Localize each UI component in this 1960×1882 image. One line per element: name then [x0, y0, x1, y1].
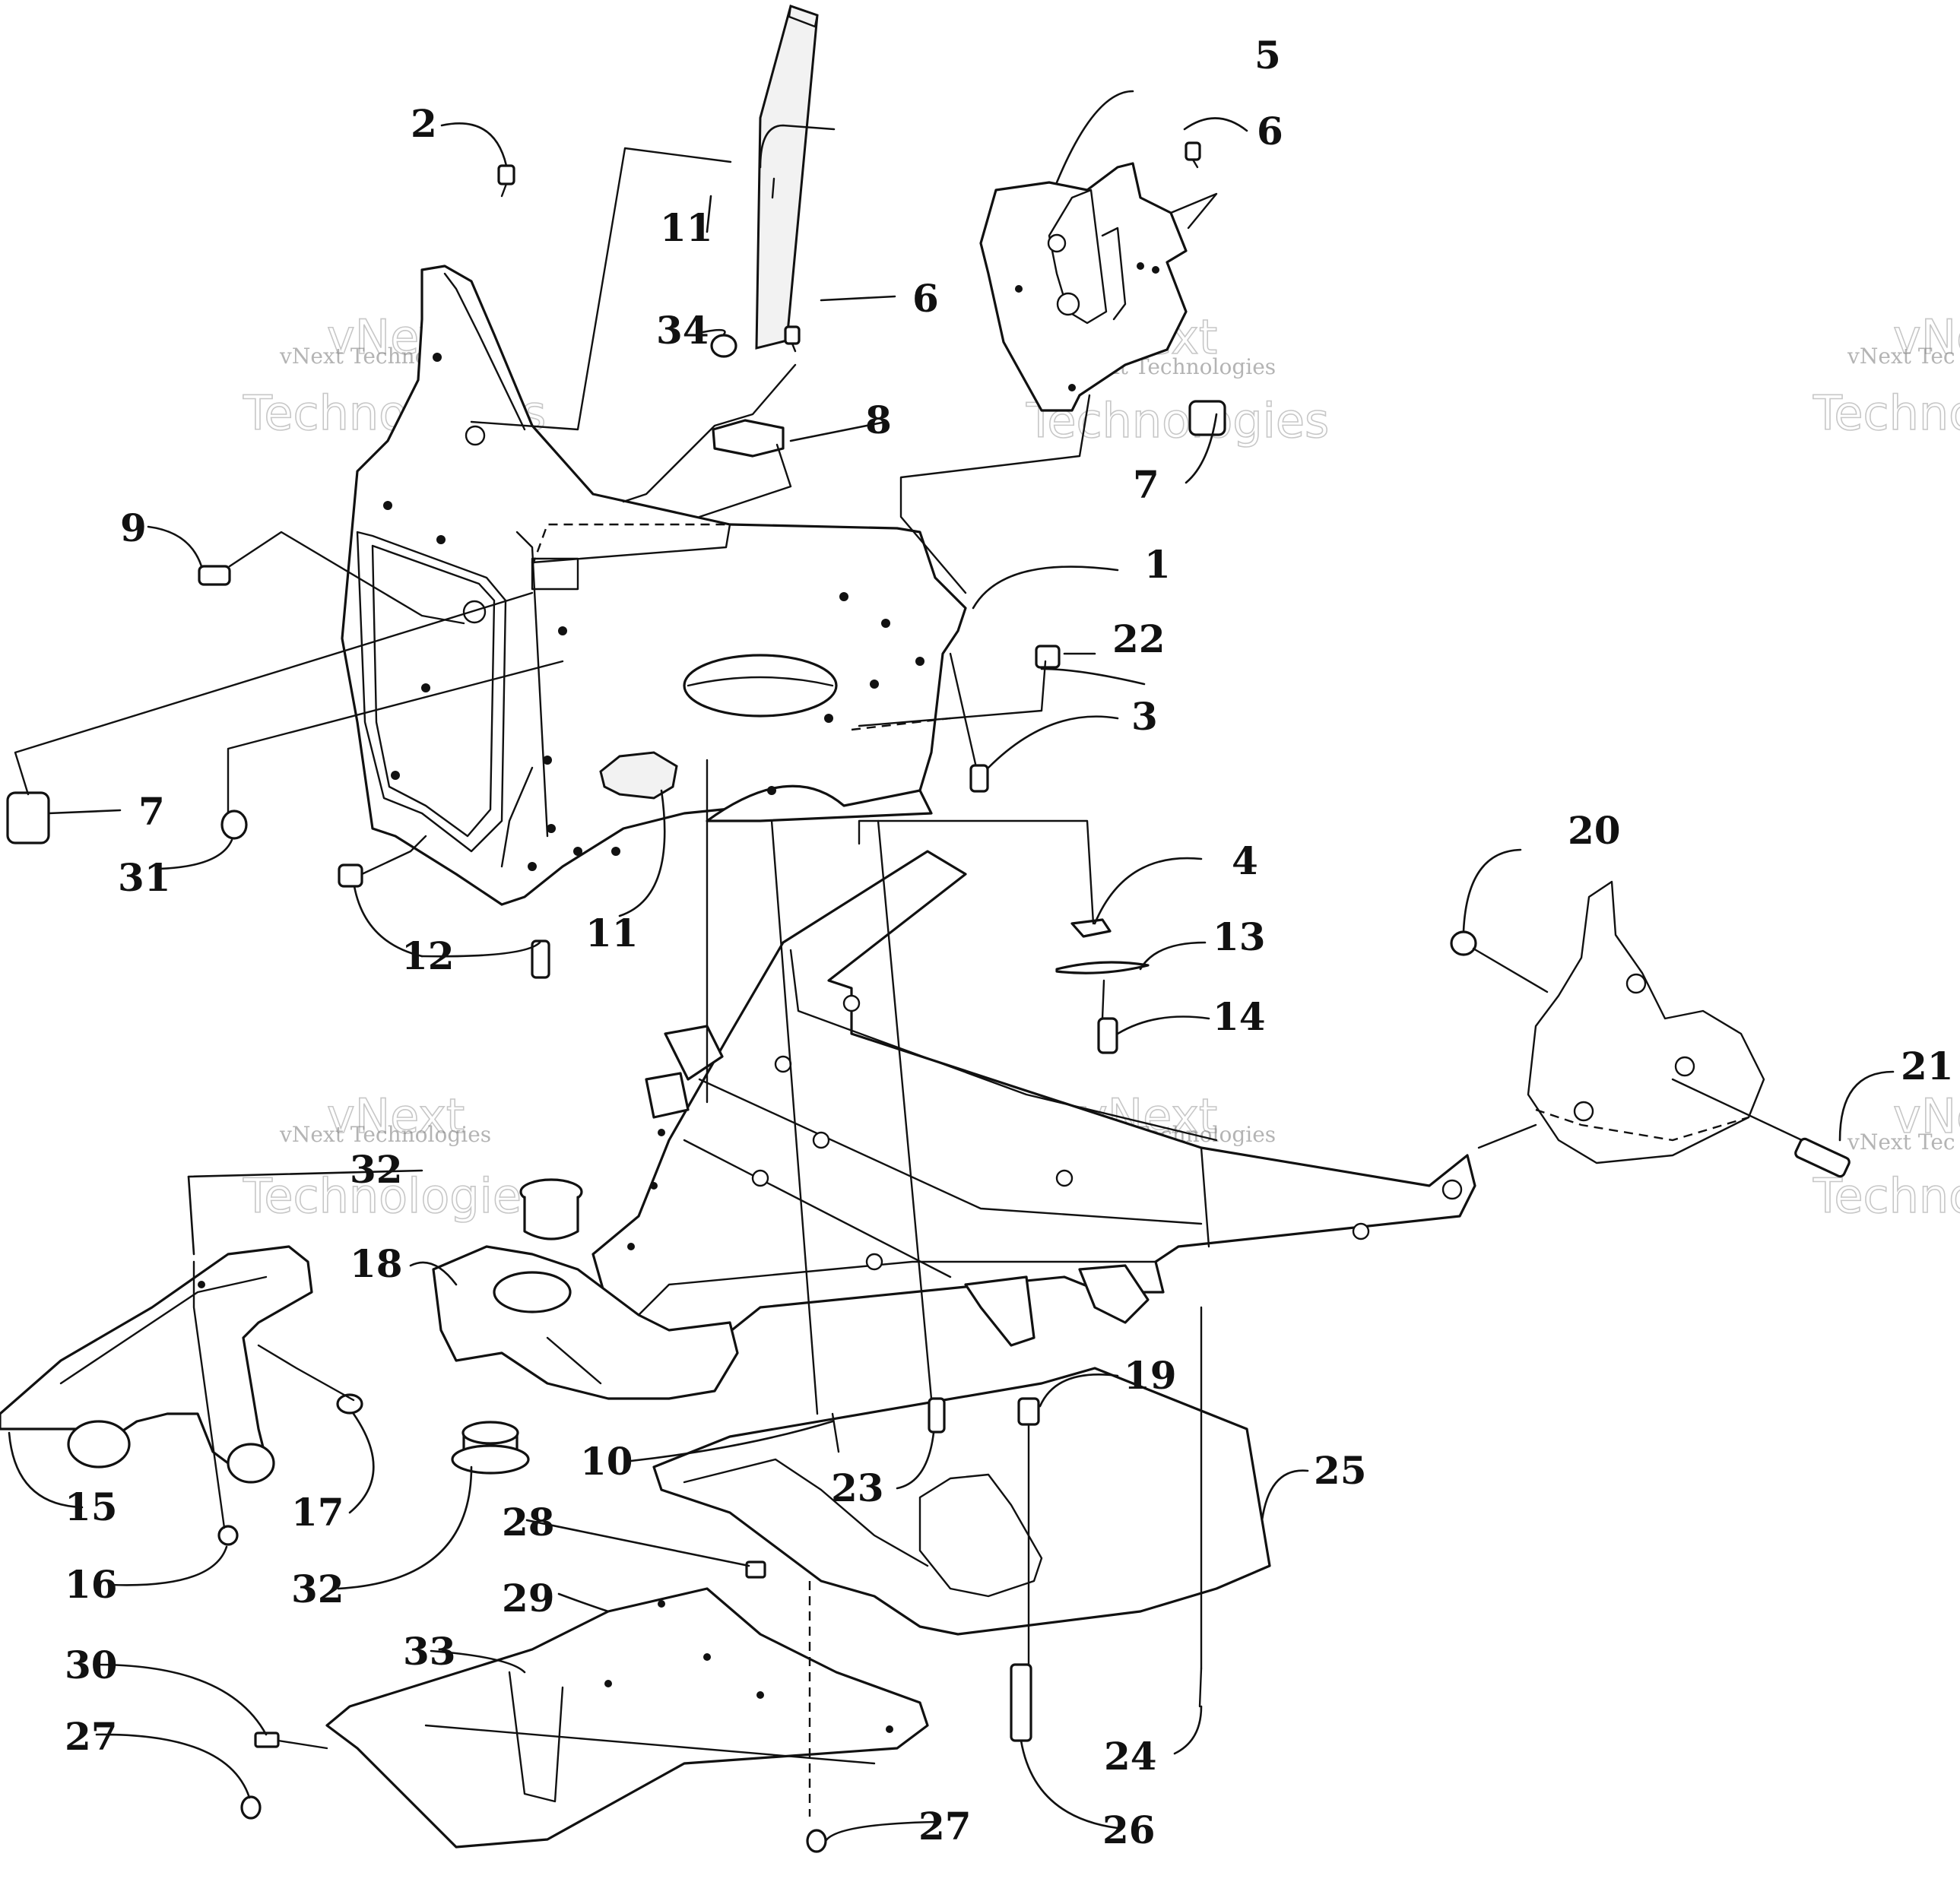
callout-labels: 1 2 3 4 5 6 6 7 7 8 9 10 11 11 12 13 14 …	[65, 33, 1954, 1852]
screw-27-right	[806, 1829, 827, 1853]
rivet-16	[217, 1525, 239, 1546]
callout-29: 29	[502, 1576, 555, 1621]
callout-17: 17	[291, 1490, 344, 1535]
callout-2: 2	[411, 101, 437, 146]
callout-32-upper: 32	[350, 1147, 403, 1192]
clip-4	[1070, 918, 1112, 938]
assembly-lines	[14, 147, 1803, 1817]
callout-13: 13	[1213, 914, 1266, 959]
callout-30: 30	[65, 1643, 118, 1687]
clip-28	[745, 1560, 766, 1579]
rivet-17	[336, 1393, 363, 1415]
nut-20	[1450, 930, 1477, 956]
callout-25: 25	[1314, 1448, 1367, 1493]
callout-10: 10	[580, 1439, 633, 1484]
bolt-23	[928, 1397, 946, 1434]
watermark-word: vNe	[1893, 1088, 1960, 1144]
skid-plate-lower	[325, 1587, 929, 1849]
bolt-12-bottom	[531, 939, 550, 979]
plug-31	[220, 810, 248, 840]
bulkhead-frame	[341, 265, 967, 906]
rear-frame-section	[1527, 880, 1765, 1164]
callout-3: 3	[1131, 694, 1158, 739]
bolt-26	[1010, 1663, 1032, 1742]
bolt-14	[1097, 1017, 1118, 1054]
callout-27-left: 27	[65, 1714, 118, 1759]
callout-23: 23	[831, 1465, 884, 1510]
bolt-2	[497, 164, 515, 198]
bolt-6-mid	[784, 325, 801, 353]
callout-18: 18	[350, 1241, 403, 1286]
foam-pad-small	[599, 751, 678, 800]
callout-8: 8	[865, 398, 892, 442]
nut-22	[1035, 645, 1061, 669]
callout-20: 20	[1568, 808, 1621, 853]
callout-28: 28	[502, 1500, 555, 1545]
washer-13	[1055, 961, 1150, 974]
callout-21: 21	[1901, 1044, 1954, 1088]
callout-15: 15	[65, 1484, 118, 1529]
callout-27-right: 27	[918, 1804, 972, 1849]
bolt-21	[1794, 1137, 1851, 1178]
bushing-7-left	[6, 791, 50, 844]
callout-33: 33	[403, 1629, 456, 1674]
callout-9: 9	[120, 505, 147, 550]
callout-12: 12	[401, 933, 455, 978]
callout-11-bottom: 11	[585, 911, 639, 955]
callout-16: 16	[65, 1562, 118, 1607]
callout-6-mid: 6	[912, 276, 939, 321]
callout-6-top: 6	[1257, 109, 1283, 154]
foam-pad-top	[755, 5, 819, 350]
bushing-lower	[451, 1421, 530, 1475]
steering-bracket	[979, 162, 1188, 412]
watermark-text: vNext Tec	[1847, 1130, 1955, 1155]
callout-34: 34	[656, 308, 709, 353]
callout-7-left: 7	[138, 789, 165, 834]
skid-plate-upper	[652, 1367, 1271, 1636]
watermark-word: vNe	[1893, 309, 1960, 365]
callout-5: 5	[1254, 33, 1281, 78]
stud-19	[1017, 1397, 1040, 1426]
callout-7-right: 7	[1133, 462, 1159, 507]
bolt-9	[198, 565, 231, 586]
watermark-text: vNext Tec	[1847, 344, 1955, 369]
callout-14: 14	[1213, 994, 1266, 1039]
nut-34	[710, 334, 737, 358]
watermark-word: Techno	[1813, 385, 1960, 441]
callout-4: 4	[1232, 838, 1258, 883]
leader-lines	[8, 90, 1895, 1842]
callout-19: 19	[1124, 1353, 1177, 1398]
callout-31: 31	[118, 855, 171, 900]
callout-1: 1	[1144, 542, 1171, 587]
pivot-bracket	[432, 1245, 739, 1400]
watermark-text: vNext Technologies	[279, 1122, 491, 1147]
rivet-24	[1198, 1667, 1203, 1708]
watermark-word: Techno	[1813, 1168, 1960, 1224]
callout-22: 22	[1112, 616, 1166, 661]
watermark-word: Technologies	[243, 1168, 546, 1224]
callout-24: 24	[1104, 1734, 1157, 1779]
watermark-word: vNext	[327, 1088, 465, 1144]
bracket-8	[712, 419, 785, 458]
callout-32-lower: 32	[291, 1567, 344, 1611]
callout-11-top: 11	[660, 205, 713, 250]
callout-26: 26	[1102, 1808, 1156, 1852]
bushing-upper	[519, 1178, 583, 1240]
screw-27-left	[240, 1795, 262, 1820]
main-frame	[591, 850, 1476, 1347]
bolt-6-top	[1185, 141, 1201, 169]
bushing-7-right	[1188, 400, 1226, 436]
cross-member	[0, 1245, 313, 1484]
bolt-3	[969, 764, 989, 793]
rivet-10	[831, 1412, 840, 1453]
bolt-12-left	[338, 863, 363, 888]
